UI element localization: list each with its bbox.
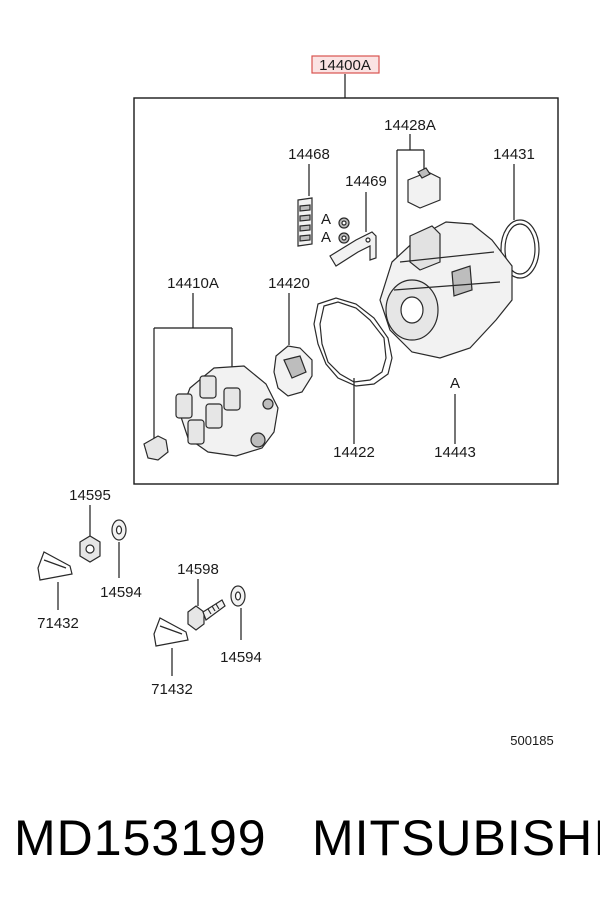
label-14595[interactable]: 14595 <box>69 487 111 504</box>
label-A-3: A <box>450 375 460 392</box>
label-14443[interactable]: 14443 <box>434 444 476 461</box>
label-71432-2[interactable]: 71432 <box>151 681 193 698</box>
part-number: MD153199 <box>14 810 267 866</box>
assembly-label-highlight[interactable] <box>311 55 380 74</box>
label-A-1: A <box>321 211 331 228</box>
part-14468-connector[interactable] <box>297 197 313 247</box>
label-A-2: A <box>321 229 331 246</box>
label-14469[interactable]: 14469 <box>345 173 387 190</box>
label-14598[interactable]: 14598 <box>177 561 219 578</box>
part-distributor-housing[interactable] <box>379 221 513 359</box>
part-14594-washer-2[interactable] <box>230 585 246 607</box>
label-14428A[interactable]: 14428A <box>384 117 436 134</box>
assembly-label[interactable]: 14400A <box>319 57 371 74</box>
label-71432-1[interactable]: 71432 <box>37 615 79 632</box>
part-14431-oring[interactable] <box>500 219 540 279</box>
leader-lines <box>153 134 515 444</box>
label-14422[interactable]: 14422 <box>333 444 375 461</box>
part-14428A-plug[interactable] <box>407 167 441 209</box>
label-14594-1[interactable]: 14594 <box>100 584 142 601</box>
label-14594-2[interactable]: 14594 <box>220 649 262 666</box>
part-14469-bracket[interactable] <box>329 231 377 267</box>
label-14420[interactable]: 14420 <box>268 275 310 292</box>
label-14431[interactable]: 14431 <box>493 146 535 163</box>
part-71432-clip-1[interactable] <box>37 551 73 581</box>
diagram-code: 500185 <box>510 733 553 748</box>
part-14422-gasket[interactable] <box>313 297 393 387</box>
label-14410A[interactable]: 14410A <box>167 275 219 292</box>
part-14595-nut[interactable] <box>79 535 101 563</box>
part-14410A-cap[interactable] <box>175 365 279 457</box>
part-14410A-tip[interactable] <box>143 435 169 461</box>
brand-name: MITSUBISHI <box>312 810 600 866</box>
label-14468[interactable]: 14468 <box>288 146 330 163</box>
part-A-nuts[interactable] <box>338 217 350 244</box>
part-14594-washer-1[interactable] <box>111 519 127 541</box>
part-71432-clip-2[interactable] <box>153 617 189 647</box>
assembly-frame <box>133 97 559 485</box>
part-14598-bolt[interactable] <box>187 599 226 631</box>
part-14420-rotor[interactable] <box>273 345 313 397</box>
